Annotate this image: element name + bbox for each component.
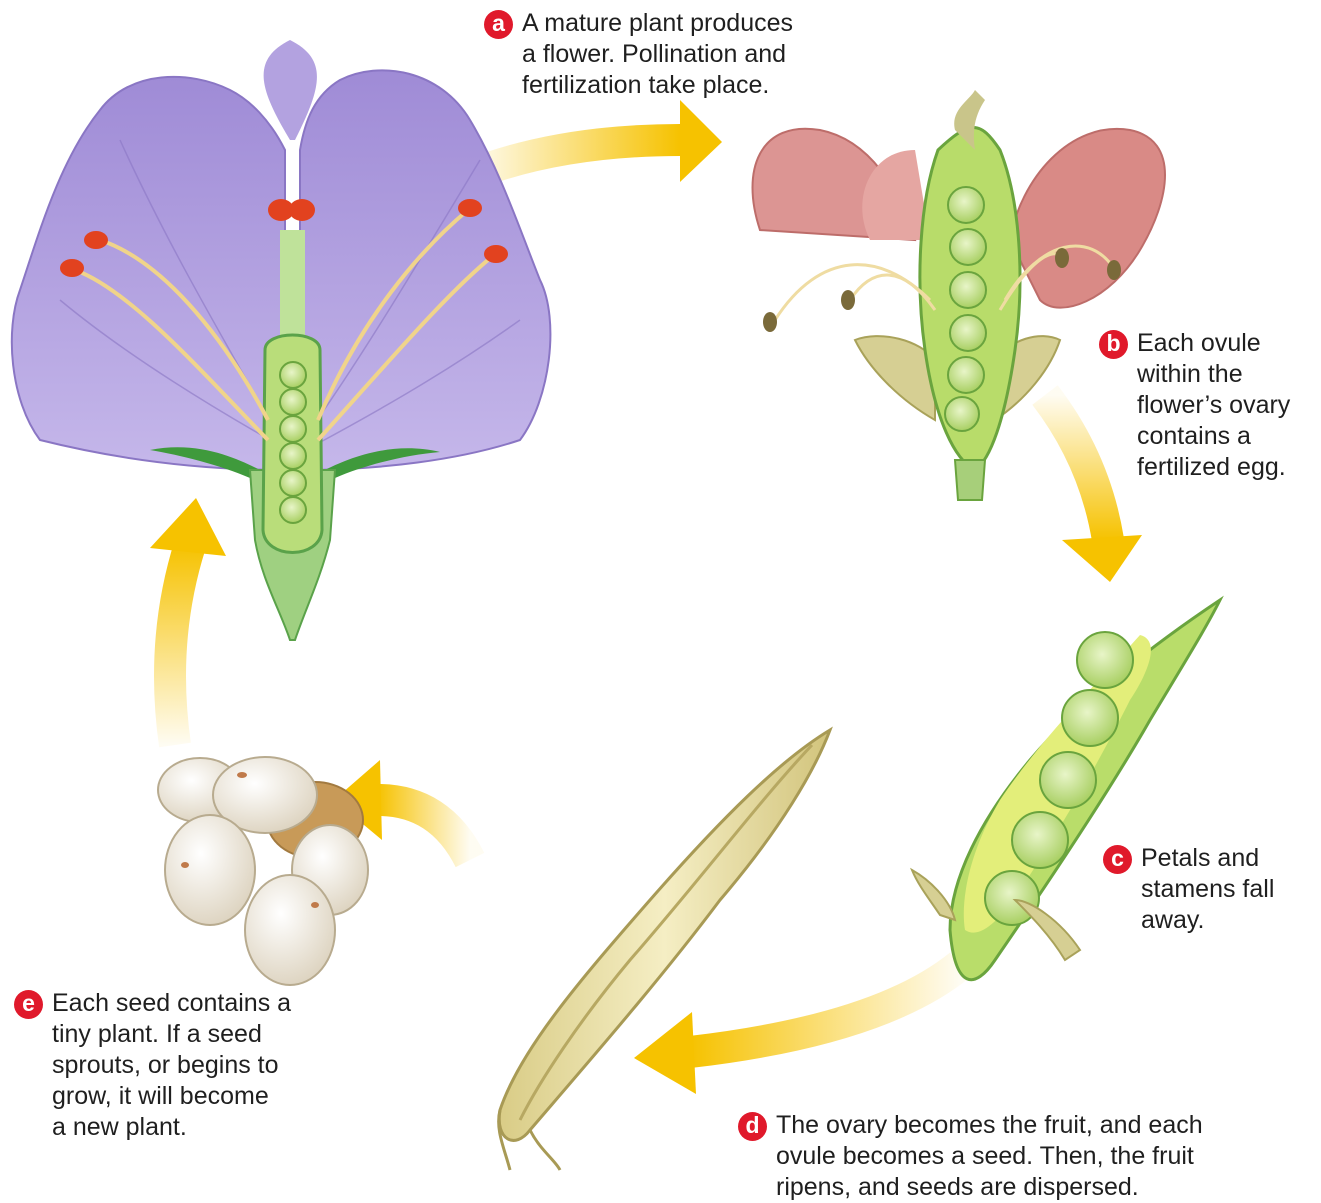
seeds	[158, 757, 368, 985]
step-e-text: Each seed contains a tiny plant. If a se…	[52, 988, 291, 1143]
mature-flower	[12, 40, 551, 640]
step-a-caption: a A mature plant produces a flower. Poll…	[522, 8, 793, 101]
step-d-text: The ovary becomes the fruit, and each ov…	[776, 1110, 1203, 1203]
step-a-text: A mature plant produces a flower. Pollin…	[522, 8, 793, 101]
step-c-text: Petals and stamens fall away.	[1141, 843, 1274, 936]
step-d-caption: d The ovary becomes the fruit, and each …	[776, 1110, 1203, 1203]
step-a-badge: a	[484, 10, 513, 39]
step-c-badge: c	[1103, 845, 1132, 874]
arrow-flower-to-fertilized	[470, 100, 722, 182]
arrow-seeds-to-flower	[150, 498, 226, 745]
step-d-badge: d	[738, 1112, 767, 1141]
step-b-text: Each ovule within the flower’s ovary con…	[1137, 328, 1290, 483]
step-b-caption: b Each ovule within the flower’s ovary c…	[1137, 328, 1290, 483]
dry-fruit	[499, 730, 830, 1170]
arrow-fertilized-to-pod	[1045, 395, 1142, 582]
step-c-caption: c Petals and stamens fall away.	[1141, 843, 1274, 936]
step-e-caption: e Each seed contains a tiny plant. If a …	[52, 988, 291, 1143]
fertilized-flower	[753, 90, 1166, 500]
arrow-pod-to-dry-fruit	[634, 965, 960, 1094]
step-b-badge: b	[1099, 330, 1128, 359]
step-e-badge: e	[14, 990, 43, 1019]
